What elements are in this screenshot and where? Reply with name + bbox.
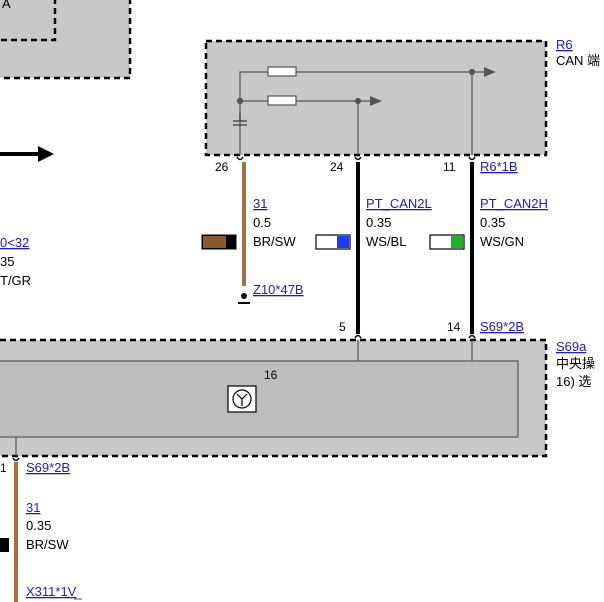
transceiver-icon [227,385,257,413]
s69a-pin-can-high: 14 [447,320,461,334]
top-left-inner-border [0,0,57,42]
s69a-top-pins: 5 14 S69*2B [339,319,524,339]
arrow-upper-icon [484,67,496,77]
arrow-lower-icon [370,96,382,106]
swatch-bottom-black [0,538,9,552]
signal-arrow [0,146,54,162]
resistor-upper-icon [267,66,297,77]
s69a-connector-top[interactable]: S69*2B [480,319,524,334]
wire-left-partial-color: T/GR [0,273,31,288]
module-s69a-desc-2: 16) 选 [556,374,591,389]
r6-pin-can-high: 11 [443,160,456,174]
wire-left-partial-gauge: 35 [0,254,14,269]
module-r6-desc: CAN 端 [556,53,600,68]
r6-connector[interactable]: R6*1B [480,159,518,174]
ground-ref-top[interactable]: Z10*47B [253,282,304,297]
wire-ground-top-labels: 31 0.5 BR/SW Z10*47B [201,196,304,304]
top-left-module-label: A [2,0,11,11]
s69a-pin-bottom: 1 [0,461,7,475]
r6-pin-ground: 26 [215,160,229,174]
wire-ground-bottom-color: BR/SW [26,537,69,552]
wire-ground-bottom-group: 1 S69*2B 31 0.35 BR/SW X311*1V [0,457,82,602]
module-r6-body [204,39,548,157]
wire-ground-top-number[interactable]: 31 [253,196,267,211]
wire-left-partial-ref[interactable]: 0<32 [0,235,29,250]
wire-ground-bottom-connector[interactable]: X311*1V [26,584,77,599]
module-r6-ref[interactable]: R6 [556,37,573,52]
wire-ground-bottom-number[interactable]: 31 [26,500,40,515]
wire-can-low-gauge: 0.35 [366,215,391,230]
wire-can-low-name[interactable]: PT_CAN2L [366,196,432,211]
module-s69a: 16 S69a 中央操 16) 选 [0,338,595,458]
wire-can-low-labels: PT_CAN2L 0.35 WS/BL [315,196,432,250]
module-s69a-inner-number: 16 [264,368,278,382]
wire-can-low-color: WS/BL [366,234,406,249]
ground-point-icon [241,293,247,299]
top-left-module: A [0,0,132,80]
top-left-module-body [0,0,130,78]
wire-can-high-color: WS/GN [480,234,524,249]
module-s69a-ref[interactable]: S69a [556,339,587,354]
top-left-module-border [0,0,132,80]
s69a-pin-can-low: 5 [339,320,346,334]
wire-ground-top-color: BR/SW [253,234,296,249]
termination-circuit [233,66,484,155]
wire-ground-bottom-gauge: 0.35 [26,518,51,533]
r6-pin-can-low: 24 [330,160,344,174]
resistor-lower-icon [267,95,297,106]
module-r6: R6 CAN 端 [204,37,600,157]
r6-pins: 26 24 11 R6*1B [215,156,518,174]
wire-can-high-name[interactable]: PT_CAN2H [480,196,548,211]
wire-can-high-gauge: 0.35 [480,215,505,230]
wire-ground-top-gauge: 0.5 [253,215,271,230]
wire-left-partial-labels: 0<32 35 T/GR [0,235,31,288]
wire-can-high-labels: PT_CAN2H 0.35 WS/GN [429,196,548,250]
module-s69a-inner [0,360,519,438]
module-s69a-desc-1: 中央操 [556,356,595,371]
s69a-connector-bottom[interactable]: S69*2B [26,460,70,475]
